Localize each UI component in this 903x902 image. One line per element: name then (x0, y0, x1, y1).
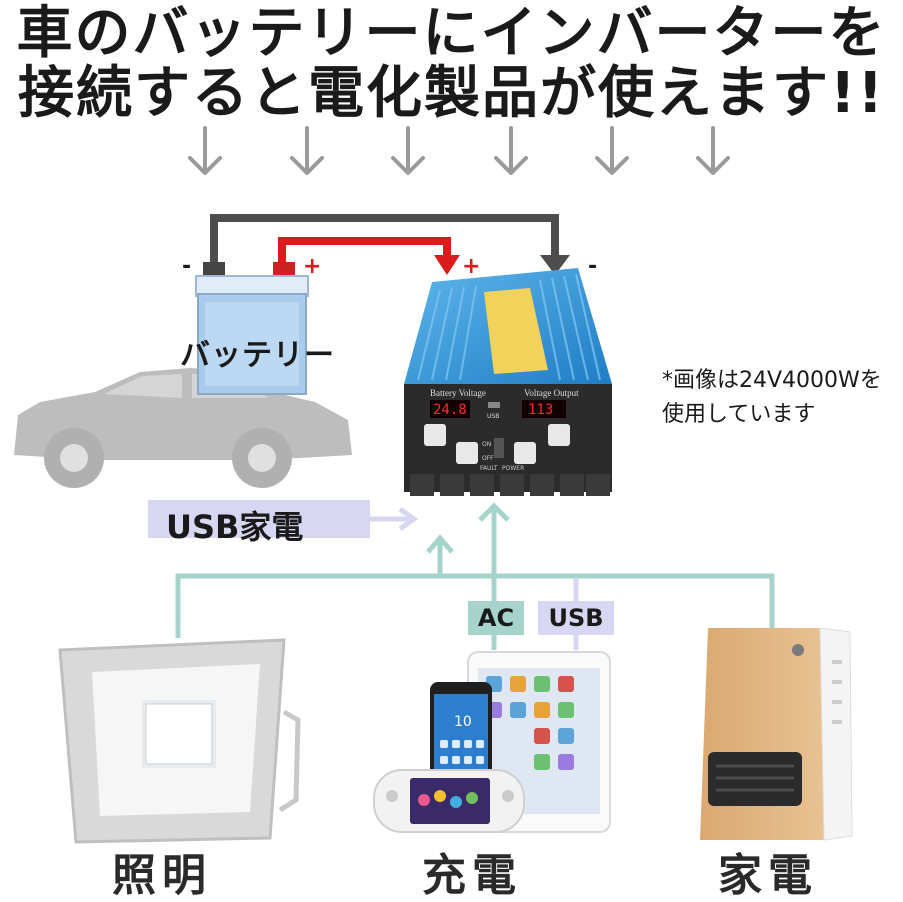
switch-off-label: OFF (482, 455, 494, 462)
down-arrow-row (188, 126, 730, 175)
usb-port-label: USB (487, 413, 499, 420)
usb-tag: USB (538, 601, 614, 635)
positive-wire (278, 237, 451, 278)
fault-label: FAULT (480, 465, 498, 472)
inverter-icon: Battery Voltage Voltage Output 24.8 113 … (404, 268, 612, 496)
down-arrow-icon (494, 126, 528, 175)
usb-appliance-tag: USB家電 (148, 500, 370, 546)
ac-tag: AC (468, 601, 524, 635)
switch-on-label: ON (482, 441, 491, 448)
heater-icon (700, 627, 853, 841)
floodlight-icon (58, 638, 301, 844)
appliance-label: 家電 (718, 850, 818, 901)
inverter-negative-sign: - (588, 254, 598, 279)
charging-label: 充電 (422, 850, 522, 901)
negative-wire-arrow-icon (540, 255, 570, 275)
power-switch-icon (494, 438, 504, 458)
down-arrow-icon (290, 126, 324, 175)
phone-clock: 10 (454, 714, 472, 730)
down-arrow-icon (188, 126, 222, 175)
game-console-icon (373, 769, 525, 833)
heater-knob-icon (792, 644, 804, 656)
battery-voltage-display: 24.8 (433, 402, 467, 418)
down-arrow-icon (595, 126, 629, 175)
down-arrow-icon (391, 126, 425, 175)
note-line-1: *画像は24V4000Wを (662, 368, 882, 393)
headline-line-2: 接続すると電化製品が使えます!! (17, 61, 886, 126)
headline-line-1: 車のバッテリーにインバーターを (16, 1, 887, 66)
voltage-output-display: 113 (528, 402, 553, 418)
usb-port-icon (488, 402, 500, 408)
positive-wire-arrow-icon (434, 255, 460, 275)
note-line-2: 使用しています (662, 402, 816, 427)
down-arrow-icon (696, 126, 730, 175)
usb-appliance-label: USB家電 (166, 508, 304, 546)
voltage-output-label: Voltage Output (524, 388, 579, 398)
battery-voltage-label: Battery Voltage (430, 388, 486, 398)
inverter-positive-sign: + (462, 254, 481, 279)
negative-wire (210, 214, 559, 278)
ac-outlet-icons (424, 424, 570, 464)
ac-connection-lines (175, 502, 775, 650)
lighting-label: 照明 (112, 850, 212, 901)
battery-label: バッテリー (180, 338, 335, 373)
battery-positive-sign: + (303, 254, 322, 279)
battery-icon (195, 262, 309, 395)
power-label: POWER (502, 465, 524, 472)
battery-negative-sign: - (182, 254, 192, 279)
